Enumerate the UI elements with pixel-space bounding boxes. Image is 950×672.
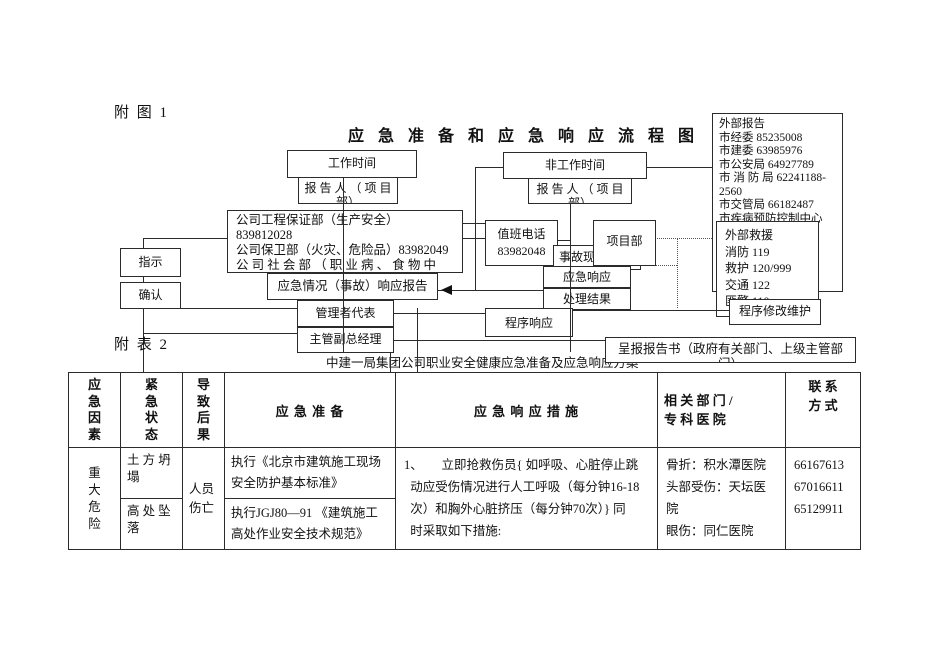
- flow-node-emergency-response: 应急响应: [543, 266, 631, 288]
- connector-line: [120, 308, 297, 309]
- flow-node-procedure-response: 程序响应: [485, 308, 573, 337]
- cell-departments: 骨折：积水潭医院 头部受伤：天坛医院 眼伤：同仁医院: [657, 447, 786, 550]
- flow-node-company-contacts: 公司工程保证部（生产安全）839812028 公司保卫部（火灾、危险品）8398…: [227, 210, 463, 273]
- cell-factor: 重 大 危 险: [68, 447, 121, 550]
- connector-line: [393, 340, 605, 341]
- connector-line: [143, 238, 228, 239]
- col-header-state: 紧 急 状 态: [120, 372, 183, 448]
- flow-node-handle-result: 处理结果: [543, 288, 631, 310]
- cell-preparation-1: 执行《北京市建筑施工现场 安全防护基本标准》: [224, 447, 396, 499]
- flow-node-non-work-time: 非工作时间: [503, 152, 647, 179]
- flow-node-confirm: 确认: [120, 282, 181, 309]
- flow-node-deputy-gm: 主管副总经理: [297, 327, 394, 353]
- col-header-factor: 应 急 因 素: [68, 372, 121, 448]
- flow-node-reporter-right: 报 告 人 （ 项 目 部）: [528, 178, 632, 204]
- table-label: 附 表 2: [114, 337, 170, 353]
- col-header-preparation: 应 急 准 备: [224, 372, 396, 448]
- connector-line: [475, 167, 504, 168]
- flow-node-incident-report: 应急情况（事故）响应报告: [267, 273, 438, 300]
- col-header-consequence: 导 致 后 果: [182, 372, 225, 448]
- flow-title: 应 急 准 备 和 应 急 响 应 流 程 图: [348, 128, 700, 145]
- table-caption: 中建一局集团公司职业安全健康应急准备及应急响应方案: [326, 356, 639, 370]
- flow-node-project-dept: 项目部: [593, 220, 656, 266]
- table-row: 高 处 坠 落 执行JGJ80—91 《建筑施工 高处作业安全技术规范》: [69, 498, 861, 550]
- connector-line: [393, 313, 485, 314]
- col-header-departments: 相 关 部 门 / 专 科 医 院: [657, 372, 786, 448]
- flow-node-work-time: 工作时间: [287, 150, 417, 178]
- dotted-connector-line: [655, 238, 716, 239]
- cell-state-2: 高 处 坠 落: [120, 498, 183, 550]
- flow-node-instruct: 指示: [120, 248, 181, 277]
- flow-node-reporter-left: 报 告 人 （ 项 目 部）: [298, 177, 398, 204]
- cell-state-1: 土 方 坍 塌: [120, 447, 183, 499]
- connector-line: [463, 238, 486, 239]
- left-arrowhead-icon: [441, 285, 452, 295]
- col-header-contact: 联 系 方 式: [785, 372, 861, 448]
- cell-preparation-2: 执行JGJ80—91 《建筑施工 高处作业安全技术规范》: [224, 498, 396, 550]
- figure-label: 附 图 1: [114, 105, 170, 121]
- cell-contact: 66167613 67016611 65129911: [785, 447, 861, 550]
- connector-line: [390, 352, 391, 372]
- flow-node-duty-phone: 值班电话 83982048: [485, 220, 558, 266]
- connector-line: [143, 333, 297, 334]
- connector-line: [557, 240, 571, 241]
- emergency-table: 应 急 因 素 紧 急 状 态 导 致 后 果 应 急 准 备 应 急 响 应 …: [68, 372, 861, 550]
- flow-node-procedure-maintenance: 程序修改维护: [729, 299, 821, 325]
- connector-line: [570, 203, 571, 352]
- connector-line: [437, 290, 543, 291]
- dotted-connector-line: [650, 265, 677, 266]
- connector-line: [463, 223, 486, 224]
- connector-line: [572, 310, 729, 311]
- connector-line: [475, 168, 476, 290]
- flow-node-management-rep: 管理者代表: [297, 300, 394, 327]
- dotted-connector-line: [677, 238, 678, 308]
- col-header-measures: 应 急 响 应 措 施: [395, 372, 658, 448]
- cell-measures: 1、 立即抢救伤员{ 如呼吸、心脏停止跳 动应受伤情况进行人工呼吸（每分钟16-…: [395, 447, 658, 550]
- table-row: 重 大 危 险 土 方 坍 塌 人员 伤亡 执行《北京市建筑施工现场 安全防护基…: [68, 447, 861, 550]
- connector-line: [647, 167, 712, 168]
- connector-line: [343, 177, 344, 352]
- cell-consequence: 人员 伤亡: [182, 447, 225, 550]
- flow-node-submit-report: 呈报报告书（政府有关部门、上级主管部门）: [605, 337, 856, 363]
